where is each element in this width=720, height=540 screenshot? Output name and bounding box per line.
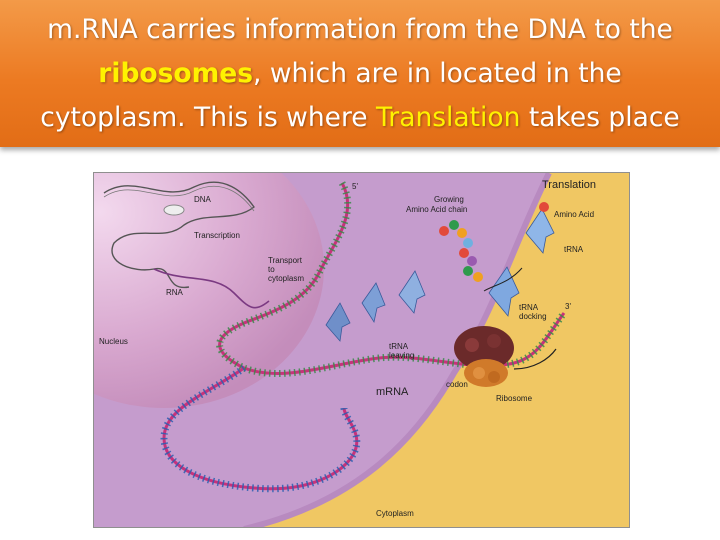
label-rna: RNA xyxy=(166,288,184,297)
label-ribosome: Ribosome xyxy=(496,394,533,403)
label-growing-2: Amino Acid chain xyxy=(406,205,467,214)
translation-diagram: DNA Transcription Transport to cytoplasm… xyxy=(93,172,630,528)
label-codon: codon xyxy=(446,380,468,389)
ribosome xyxy=(454,326,514,387)
headline-ribosomes: ribosomes xyxy=(98,58,253,89)
label-transport-2: to xyxy=(268,265,275,274)
diagram-svg: DNA Transcription Transport to cytoplasm… xyxy=(94,173,596,527)
docking-arrow xyxy=(483,267,523,292)
label-cytoplasm: Cytoplasm xyxy=(376,509,414,518)
label-trna: tRNA xyxy=(564,245,584,254)
label-trna-docking-1: tRNA xyxy=(519,303,539,312)
amino-acid-chain xyxy=(439,220,483,282)
label-dna: DNA xyxy=(194,195,212,204)
amino-acid-dot xyxy=(539,202,549,212)
label-growing-1: Growing xyxy=(434,195,464,204)
dna-strand xyxy=(103,181,255,289)
label-transport-3: cytoplasm xyxy=(268,274,304,283)
mrna-strand xyxy=(218,182,566,375)
translation-direction-arrow xyxy=(513,348,557,370)
label-trna-leaving-1: tRNA xyxy=(389,342,409,351)
label-transport-1: Transport xyxy=(268,256,303,265)
label-mrna: mRNA xyxy=(376,386,409,398)
headline-line-3: cytoplasm. This is where Translation tak… xyxy=(40,102,680,133)
label-translation: Translation xyxy=(542,179,596,191)
trna-leaving-molecules xyxy=(325,270,426,342)
transcription-site xyxy=(163,204,185,216)
label-nucleus: Nucleus xyxy=(99,337,128,346)
label-five-prime: 5' xyxy=(352,182,358,191)
headline-line-2: ribosomes, which are in located in the xyxy=(98,58,622,89)
label-transcription: Transcription xyxy=(194,231,240,240)
trna-incoming-molecule xyxy=(525,208,555,254)
nucleus xyxy=(94,173,324,408)
headline: m.RNA carries information from the DNA t… xyxy=(0,8,720,140)
headline-translation: Translation xyxy=(376,102,521,133)
headline-line-1: m.RNA carries information from the DNA t… xyxy=(47,14,673,45)
trna-docking-molecule xyxy=(488,266,520,317)
label-trna-leaving-2: leaving xyxy=(389,351,414,360)
label-amino-acid: Amino Acid xyxy=(554,210,594,219)
rna-strand xyxy=(153,268,270,309)
title-banner xyxy=(0,0,720,147)
label-trna-docking-2: docking xyxy=(519,312,547,321)
label-three-prime: 3' xyxy=(565,302,571,311)
